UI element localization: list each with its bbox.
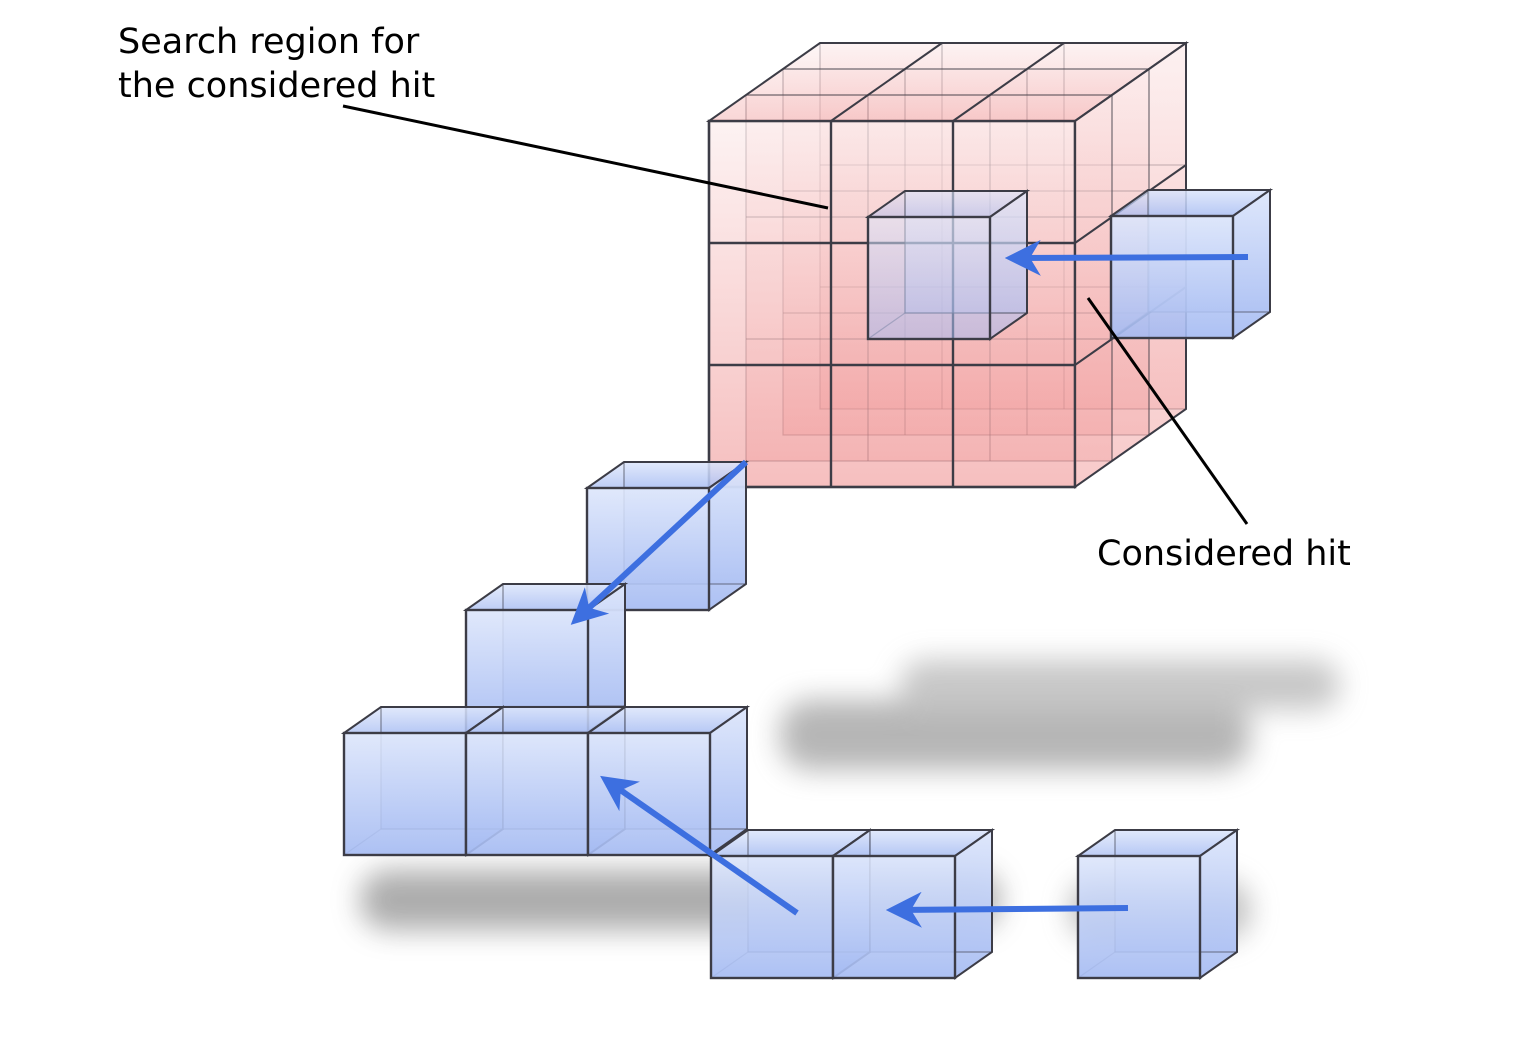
search-region-cube [705,41,1190,489]
hit-cube-bottom-isolated [1074,828,1241,980]
arrow-to-considered-hit [1004,239,1249,276]
considered-hit-cube [864,189,1031,341]
shadow-upper-far [900,660,1340,710]
hit-cube-row-right [584,705,751,857]
considered-hit-leader-line [1086,297,1249,525]
arrow-bottom-to-row [600,775,799,916]
search-region-label: Search region for the considered hit [118,20,435,108]
search-region-label-line2: the considered hit [118,66,436,106]
shadow-upper [780,700,1250,770]
hit-cubes [340,188,1274,980]
considered-hit-label: Considered hit [1097,534,1351,574]
track-arrows [570,239,1249,928]
search-region-label-line1: Search region for [118,22,420,62]
hit-cube-bottom-2 [829,828,996,980]
search-region-leader-line [342,104,829,210]
arrow-region-to-chain [570,459,749,625]
hit-cube-right-upper [1107,188,1274,340]
arrow-isolated-to-bottom [885,891,1129,928]
